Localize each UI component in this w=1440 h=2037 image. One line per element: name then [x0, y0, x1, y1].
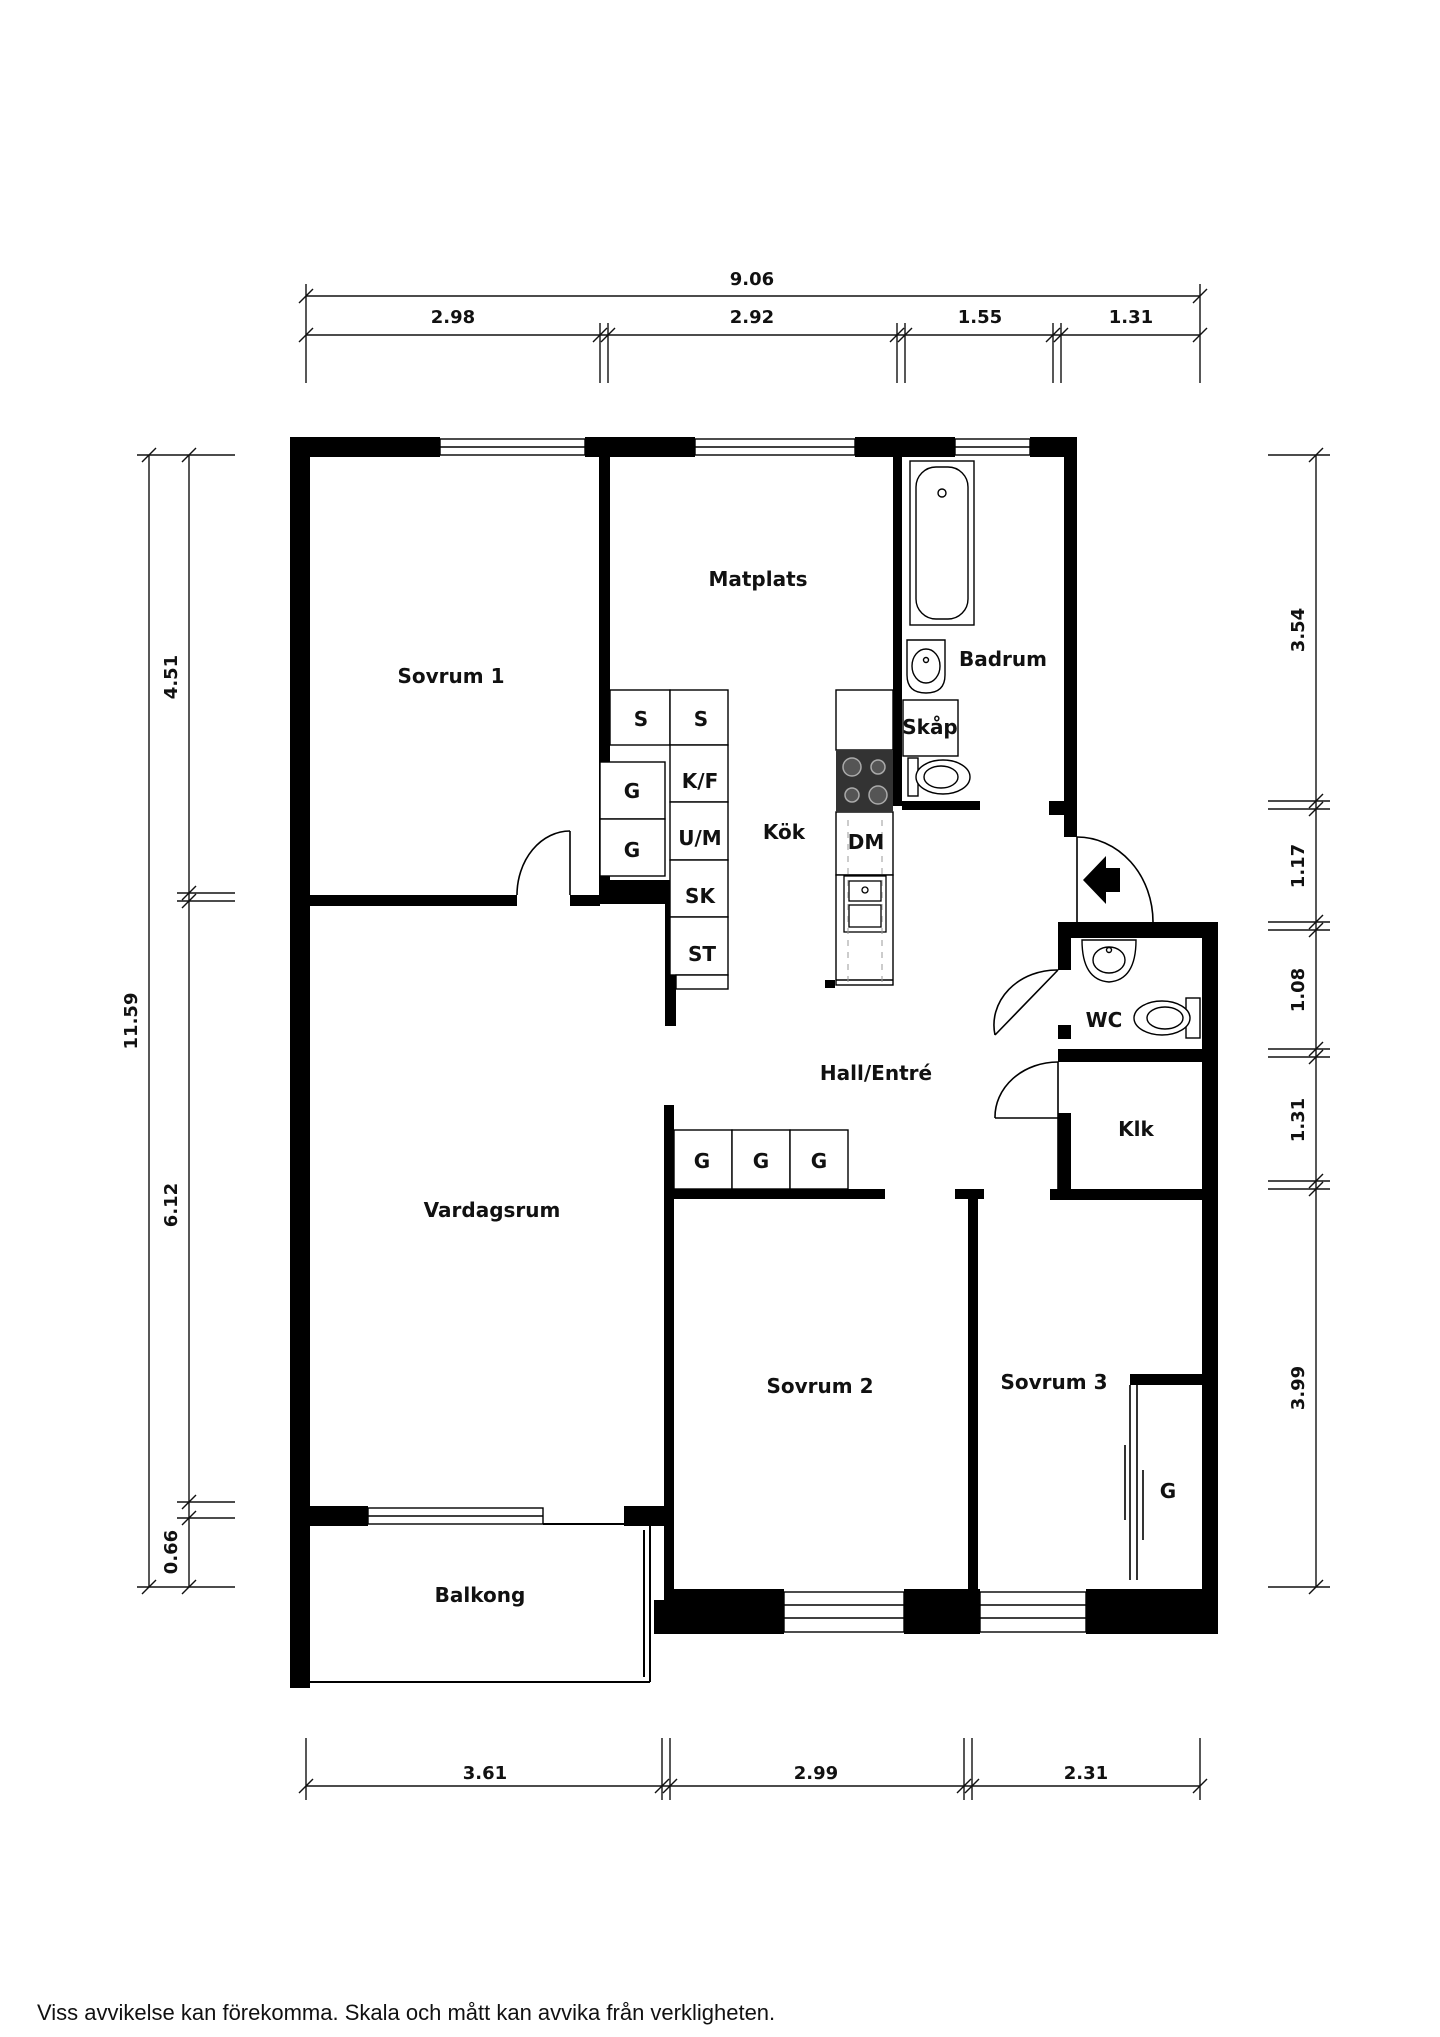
fixture-label-skap: Skåp: [902, 715, 958, 739]
fixture-label-g: G: [811, 1149, 827, 1173]
room-label-vardagsrum: Vardagsrum: [424, 1198, 561, 1222]
wc-toilet-icon: [1133, 997, 1201, 1039]
dimension-left: 4.51: [161, 655, 182, 699]
dimension-top: 2.92: [730, 307, 774, 328]
dimension-top: 1.55: [958, 307, 1002, 328]
kitchen-sink-icon: [843, 875, 887, 933]
bathtub-icon: [909, 460, 975, 626]
room-label-matplats: Matplats: [708, 567, 807, 591]
fixture-label-dm: DM: [848, 830, 885, 854]
entrance-arrow-icon: [1083, 856, 1120, 904]
windows: [367, 438, 1087, 1633]
doors: [516, 830, 1154, 1580]
fixture-label-s: S: [634, 707, 648, 731]
dimension-left: 0.66: [161, 1530, 182, 1574]
dimension-right: 3.54: [1288, 608, 1309, 652]
dimension-bottom: 2.31: [1064, 1763, 1108, 1784]
fixture-label-st: ST: [688, 942, 716, 966]
room-label-sovrum-1: Sovrum 1: [397, 664, 504, 688]
dimension-right: 3.99: [1288, 1366, 1309, 1410]
dimension-top: 2.98: [431, 307, 475, 328]
fixture-label-sk: SK: [685, 884, 716, 908]
room-label-badrum: Badrum: [959, 647, 1047, 671]
fixture-label-g: G: [753, 1149, 769, 1173]
fixture-label-um: U/M: [678, 826, 721, 850]
dimension-right: 1.17: [1288, 844, 1309, 888]
fixture-label-g: G: [624, 838, 640, 862]
dimension-top: 1.31: [1109, 307, 1153, 328]
room-label-wc: WC: [1086, 1008, 1123, 1032]
dimension-bottom: 3.61: [463, 1763, 507, 1784]
fixture-label-g: G: [624, 779, 640, 803]
fixture-label-g: G: [694, 1149, 710, 1173]
wc-sink-icon: [1081, 939, 1137, 983]
room-label-sovrum-2: Sovrum 2: [766, 1374, 873, 1398]
room-label-balkong: Balkong: [435, 1583, 526, 1607]
cooktop-icon: [836, 750, 893, 812]
dimension-right: 1.31: [1288, 1098, 1309, 1142]
room-label-kok: Kök: [763, 820, 806, 844]
dimension-lines: [137, 284, 1330, 1800]
fixture-label-s: S: [694, 707, 708, 731]
bathroom-toilet-icon: [907, 757, 971, 797]
fixture-label-g: G: [1160, 1479, 1176, 1503]
dimension-right: 1.08: [1288, 968, 1309, 1012]
bathroom-sink-icon: [906, 639, 946, 694]
dimension-top-total: 9.06: [730, 269, 774, 290]
disclaimer-text: Viss avvikelse kan förekomma. Skala och …: [37, 2000, 776, 2025]
dimension-left: 6.12: [161, 1183, 182, 1227]
room-label-sovrum-3: Sovrum 3: [1000, 1370, 1107, 1394]
room-label-klk: Klk: [1118, 1117, 1154, 1141]
room-label-hall: Hall/Entré: [820, 1061, 932, 1085]
dimension-left-total: 11.59: [121, 993, 142, 1050]
bathroom-cabinet: [902, 699, 959, 757]
fixture-label-kf: K/F: [682, 769, 718, 793]
balcony-rail: [310, 1523, 651, 1683]
kitchen-counters: [599, 689, 894, 1190]
dimension-bottom: 2.99: [794, 1763, 838, 1784]
kitchen-counter-wall: [674, 1189, 884, 1199]
walls: [290, 437, 1218, 1688]
